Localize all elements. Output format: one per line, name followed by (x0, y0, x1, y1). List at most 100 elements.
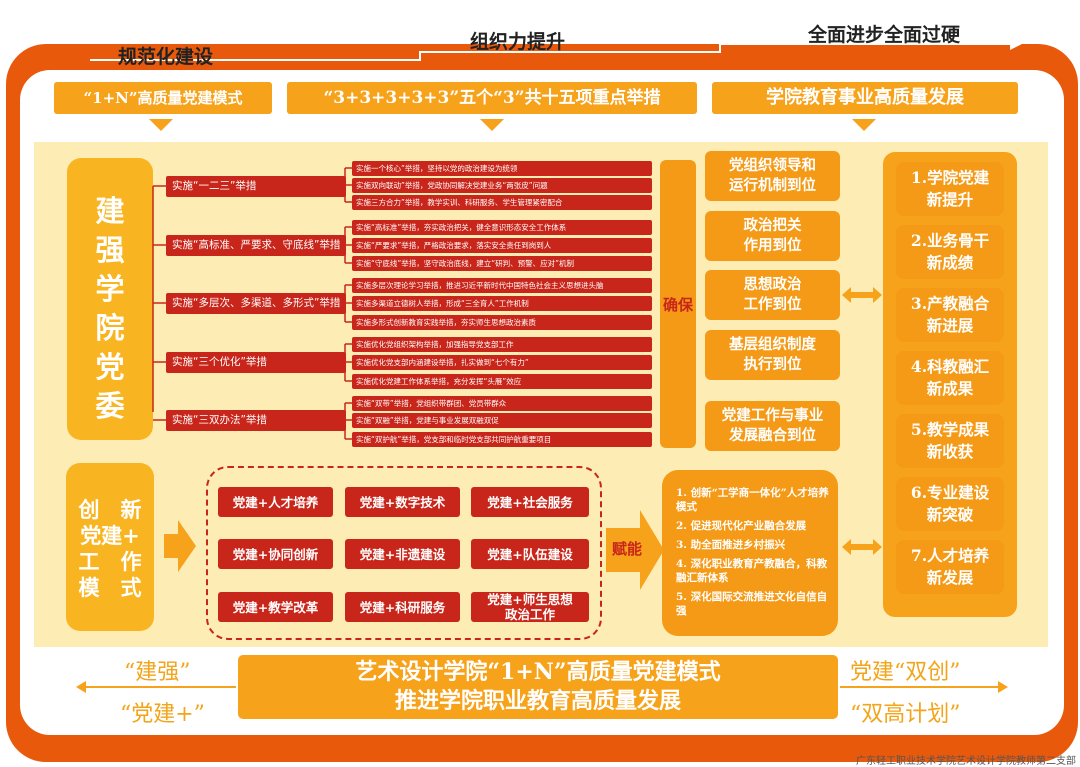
measure-label: 实施“高标准、严要求、守底线”举措 (166, 235, 346, 256)
vertical-char: 学 (95, 272, 125, 306)
measure-item: 实施“双融”举措，党建与事业发展双融双促 (352, 413, 652, 428)
party-plus-item: 党建+社会服务 (471, 487, 589, 517)
measure-label: 实施“一二三”举措 (166, 176, 346, 197)
measure-item: 实施“双护航”举措，党支部和临时党支部共同护航重要项目 (352, 432, 652, 447)
guarantee-line: 执行到位 (743, 356, 802, 373)
outcome-line: 4.科教融汇 (910, 357, 990, 376)
innovate-party-model: 创 新 党建+ 工 作 模 式 (66, 463, 154, 631)
header-measures: “3+3+3+3+3”五个“3”共十五项重点举措 (287, 82, 697, 114)
empower-arrow-icon (606, 510, 664, 590)
model-line: 创 新 (78, 497, 142, 522)
guarantee-line: 工作到位 (743, 296, 802, 313)
party-plus-item: 党建+非遗建设 (345, 539, 460, 569)
measure-item: 实施“双带”举措，党组织带群团、党员带群众 (352, 396, 652, 411)
slogan-bottom-right: “双高计划” (850, 702, 961, 727)
empower-arrow: 赋能 (606, 510, 664, 590)
slogan-top-right: 党建“双创” (850, 660, 961, 685)
outcome-line: 3.产教融合 (910, 294, 990, 313)
outcome-line: 新进展 (926, 316, 974, 335)
vertical-char: 建 (95, 194, 125, 228)
measure-item: 实施多形式创新教育实践举措，夯实师生思想政治素质 (352, 315, 652, 330)
measure-item: 实施多渠道立德树人举措，形成“三全育人”工作机制 (352, 296, 652, 311)
slogan-bottom-left: “党建+” (120, 702, 205, 727)
down-arrow-icon (480, 119, 504, 131)
model-line: 工 作 (78, 549, 142, 574)
double-arrow-icon (842, 287, 882, 303)
outcome-box: 7.人才培养新发展 (896, 540, 1004, 594)
guarantee-line: 党建工作与事业 (721, 407, 824, 424)
innovation-item: 4. 深化职业教育产教融合，科教融汇新体系 (676, 558, 828, 584)
outcome-line: 新收获 (926, 442, 974, 461)
outcome-line: 新发展 (926, 568, 974, 587)
footer-line-2: 推进学院职业教育高质量发展 (394, 688, 681, 714)
header-model: “1+N”高质量党建模式 (54, 82, 272, 114)
party-plus-item: 党建+协同创新 (218, 539, 333, 569)
guarantee-line: 发展融合到位 (729, 427, 816, 444)
outcome-box: 3.产教融合新进展 (896, 288, 1004, 342)
party-plus-item: 党建+队伍建设 (471, 539, 589, 569)
guarantee-box: 政治把关作用到位 (705, 211, 840, 261)
party-plus-item: 党建+科研服务 (345, 592, 460, 622)
stair-label-3: 全面进步全面过硬 (808, 24, 961, 46)
guarantee-line: 运行机制到位 (729, 177, 816, 194)
stair-label-1: 规范化建设 (118, 46, 214, 68)
outcome-line: 6.专业建设 (910, 483, 990, 502)
innovation-item: 3. 助全面推进乡村振兴 (676, 539, 786, 551)
innovation-item: 1. 创新“工学商一体化”人才培养模式 (676, 487, 829, 513)
footer-banner: 艺术设计学院“1+N”高质量党建模式 推进学院职业教育高质量发展 (238, 655, 838, 719)
right-arrow-icon (164, 520, 196, 572)
vertical-char: 强 (95, 233, 125, 267)
party-plus-item: 党建+师生思想政治工作 (471, 592, 589, 622)
guarantee-line: 党组织领导和 (729, 157, 816, 174)
ensure-label: 确保 (662, 295, 693, 314)
ensure-bar: 确保 (660, 160, 696, 448)
vertical-char: 院 (95, 311, 125, 345)
guarantee-line: 政治把关 (743, 217, 802, 234)
party-plus-item: 党建+教学改革 (218, 592, 333, 622)
outcome-line: 2.业务骨干 (910, 231, 990, 250)
measure-item: 实施“守底线”举措，坚守政治底线，建立“研判、预警、应对”机制 (352, 256, 652, 271)
outcome-line: 1.学院党建 (910, 168, 990, 187)
outcome-line: 新成果 (926, 379, 974, 398)
innovation-item: 2. 促进现代化产业融合发展 (676, 520, 807, 532)
measure-item: 实施三方合力”举措，教学实训、科研服务、学生管理紧密配合 (352, 195, 652, 210)
measure-item: 实施一个核心”举措，坚持以党的政治建设为统领 (352, 161, 652, 176)
watermark: 广东轻工职业技术学院艺术设计学院教师第二支部 (856, 756, 1076, 767)
model-line: 党建+ (80, 523, 140, 548)
outcome-box: 1.学院党建新提升 (896, 162, 1004, 216)
outcome-line: 新成绩 (926, 253, 974, 272)
outcome-line: 新提升 (926, 190, 974, 209)
outcome-line: 5.教学成果 (910, 420, 990, 439)
vertical-char: 党 (95, 350, 125, 384)
outcome-line: 7.人才培养 (910, 546, 990, 565)
model-line: 模 式 (78, 575, 142, 600)
guarantee-line: 基层组织制度 (729, 336, 816, 353)
outcome-box: 6.专业建设新突破 (896, 477, 1004, 531)
party-plus-item: 党建+人才培养 (218, 487, 333, 517)
party-plus-panel (206, 466, 602, 640)
measure-item: 实施“严要求”举措，严格政治要求，落实安全责任到岗到人 (352, 238, 652, 253)
party-plus-item: 党建+数字技术 (345, 487, 460, 517)
measure-item: 实施优化党建工作体系举措，充分发挥“头雁”效应 (352, 374, 652, 389)
measure-label: 实施“多层次、多渠道、多形式”举措 (166, 293, 346, 314)
outcome-box: 4.科教融汇新成果 (896, 351, 1004, 405)
down-arrow-icon (149, 119, 173, 131)
guarantee-box: 党建工作与事业发展融合到位 (705, 401, 840, 451)
guarantee-box: 党组织领导和运行机制到位 (705, 151, 840, 201)
build-party-committee: 建 强 学 院 党 委 (67, 158, 153, 440)
measure-item: 实施双向联动”举措，党政协同解决党建业务“两张皮”问题 (352, 178, 652, 193)
measure-item: 实施“高标准”举措，夯实政治把关，健全意识形态安全工作体系 (352, 220, 652, 235)
right-double-arrow-icon (840, 681, 1008, 693)
measure-label: 实施“三个优化”举措 (166, 352, 346, 373)
vertical-char: 委 (95, 389, 125, 423)
left-double-arrow-icon (76, 681, 236, 693)
outcome-line: 新突破 (926, 505, 974, 524)
measure-item: 实施优化党支部内涵建设举措，扎实做到“七个有力” (352, 355, 652, 370)
down-arrow-icon (852, 119, 876, 131)
measure-label: 实施“三双办法”举措 (166, 410, 346, 431)
guarantee-line: 思想政治 (743, 276, 802, 293)
double-arrow-icon (842, 539, 882, 555)
empower-label: 赋能 (612, 540, 643, 558)
innovation-panel: 1. 创新“工学商一体化”人才培养模式 2. 促进现代化产业融合发展 3. 助全… (662, 470, 838, 636)
header-development: 学院教育事业高质量发展 (712, 82, 1018, 114)
